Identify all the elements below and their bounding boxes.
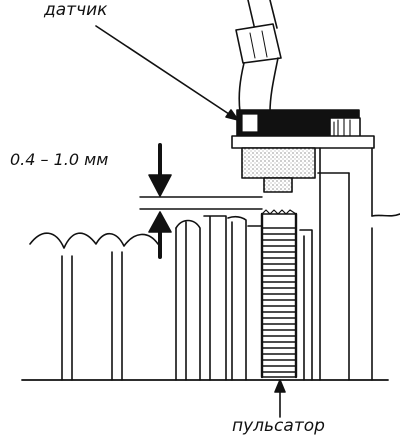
gap-label: 0.4 – 1.0 мм [10, 150, 109, 169]
sensor-body [231, 109, 375, 193]
pulser-rotor [260, 209, 298, 379]
sensor-cable [235, 0, 282, 113]
gap-dimension [139, 143, 263, 259]
sensor-leader [95, 25, 239, 121]
pulser-label: пульсатор [232, 416, 325, 436]
hub-profile [29, 215, 313, 381]
rotor-leader [274, 379, 286, 418]
sensor-label: датчик [44, 0, 108, 20]
mounting-bracket [317, 147, 400, 381]
